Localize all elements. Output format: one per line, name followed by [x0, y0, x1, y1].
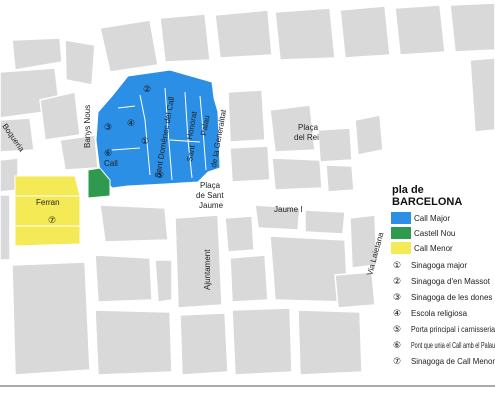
legend-item-5: Porta principal i carnisseria: [411, 325, 495, 334]
city-block: [59, 134, 99, 171]
city-block: [469, 57, 495, 133]
city-block: [94, 254, 153, 303]
street-label-placa-rei-1: Plaça: [298, 123, 319, 132]
city-block: [11, 37, 63, 71]
city-block: [349, 214, 378, 269]
city-block: [224, 215, 255, 253]
legend-area-castell-nou: Castell Nou: [414, 229, 455, 238]
city-block: [94, 309, 173, 376]
legend-title-1: pla de: [392, 184, 424, 196]
city-block: [304, 209, 346, 235]
legend-num-6: ⑥: [393, 341, 401, 351]
legend-item-4: Escola religiosa: [411, 309, 468, 318]
city-block: [317, 127, 353, 163]
legend-num-1: ①: [393, 261, 401, 271]
street-label-call: Call: [104, 159, 118, 168]
city-block: [229, 254, 269, 303]
call-menor-streets: [15, 195, 80, 227]
city-block: [334, 271, 376, 309]
city-block: [174, 214, 223, 309]
street-label-banys-nous: Banys Nous: [83, 105, 92, 148]
castell-nou-area: [87, 167, 111, 199]
city-block: [297, 309, 363, 376]
city-block: [271, 157, 323, 191]
city-block: [179, 312, 229, 376]
city-block: [99, 19, 159, 73]
marker-4: ④: [127, 119, 135, 129]
city-block: [0, 117, 35, 153]
legend-num-2: ②: [393, 277, 401, 287]
marker-2: ②: [143, 85, 151, 95]
marker-7: ⑦: [48, 216, 56, 226]
city-block: [325, 164, 355, 193]
map-markers: ② ③ ④ ① ⑥ ⑤ ⑦: [48, 85, 164, 226]
city-block: [99, 204, 169, 243]
call-major-area: [95, 69, 221, 189]
street-label-ajuntament: Ajuntament: [203, 249, 212, 290]
city-block: [11, 261, 91, 376]
street-label-placa-jaume-1: Plaça: [200, 181, 221, 190]
street-label-ferran: Ferran: [36, 198, 60, 207]
legend-swatch-call-major: [391, 212, 411, 224]
city-block: [64, 39, 96, 86]
street-label-placa-rei-2: del Rei: [294, 133, 319, 142]
city-block: [231, 307, 293, 376]
city-block: [154, 259, 173, 303]
city-block: [0, 194, 11, 261]
legend-num-5: ⑤: [393, 325, 401, 335]
city-block: [39, 91, 81, 141]
city-block: [339, 5, 391, 59]
city-block: [354, 114, 384, 156]
legend-item-1: Sinagoga major: [411, 261, 467, 270]
marker-1: ①: [141, 137, 149, 147]
city-blocks: [0, 2, 495, 376]
legend-item-3: Sinagoga de les dones: [411, 293, 492, 302]
street-label-sant: Sant: [185, 144, 197, 163]
legend-item-7: Sinagoga de Call Menor: [411, 357, 495, 366]
legend-area-call-menor: Call Menor: [414, 244, 453, 253]
street-label-palau: Palau: [199, 115, 211, 137]
street-label-jaume-i: Jaume I: [274, 205, 302, 214]
legend-area-call-major: Call Major: [414, 214, 450, 223]
legend-item-2: Sinagoga d'en Massot: [411, 277, 491, 286]
legend-num-3: ③: [393, 293, 401, 303]
street-label-placa-jaume-2: de Sant: [196, 191, 224, 200]
city-block: [449, 2, 495, 53]
city-block: [394, 4, 446, 56]
call-menor-area: [14, 175, 81, 247]
legend-swatch-castell-nou: [391, 227, 411, 239]
street-label-placa-jaume-3: Jaume: [199, 201, 224, 210]
city-block: [274, 7, 336, 61]
legend-item-6: Pont que unia el Call amb el Palau: [411, 341, 495, 350]
marker-5: ⑤: [156, 171, 164, 181]
city-block: [269, 104, 316, 153]
city-block: [254, 204, 301, 231]
legend-title-2: BARCELONA: [392, 196, 462, 208]
marker-6: ⑥: [104, 149, 112, 159]
marker-3: ③: [104, 123, 112, 133]
legend-num-4: ④: [393, 309, 401, 319]
legend-num-7: ⑦: [393, 357, 401, 367]
city-block: [159, 13, 211, 63]
legend-swatch-call-menor: [391, 242, 411, 254]
city-block: [214, 9, 273, 59]
city-block: [229, 145, 271, 183]
legend: pla de BARCELONA Call Major Castell Nou …: [391, 184, 495, 367]
call-major-streets: [111, 87, 207, 181]
city-block: [227, 89, 266, 143]
